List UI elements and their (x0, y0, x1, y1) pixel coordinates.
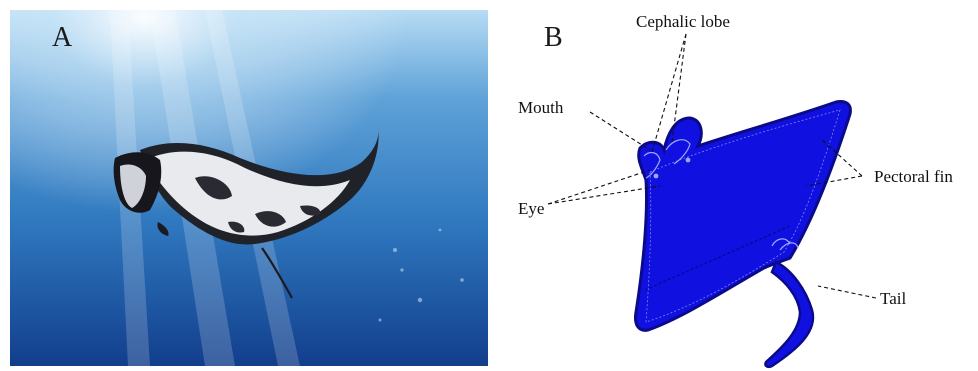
label-tail: Tail (880, 289, 906, 308)
label-pectoral-fin: Pectoral fin (874, 167, 953, 186)
eye-marker-right (686, 158, 691, 163)
panel-a-photo: A (10, 10, 488, 366)
leader-eye-1 (548, 170, 650, 204)
panel-b-letter: B (544, 22, 563, 53)
leader-mouth (590, 112, 650, 150)
label-mouth: Mouth (518, 98, 564, 117)
leader-tail (818, 286, 876, 298)
leader-eye-2 (548, 186, 660, 204)
manta-silhouette (636, 102, 851, 331)
panel-a-letter: A (52, 22, 73, 53)
eye-marker-left (654, 174, 659, 179)
manta-tail-diagram (765, 262, 813, 367)
panel-b-diagram: B Cephalic lobe Mouth Pectoral fin Eye T… (518, 12, 953, 367)
label-eye: Eye (518, 199, 544, 218)
label-cephalic-lobe: Cephalic lobe (636, 12, 730, 31)
